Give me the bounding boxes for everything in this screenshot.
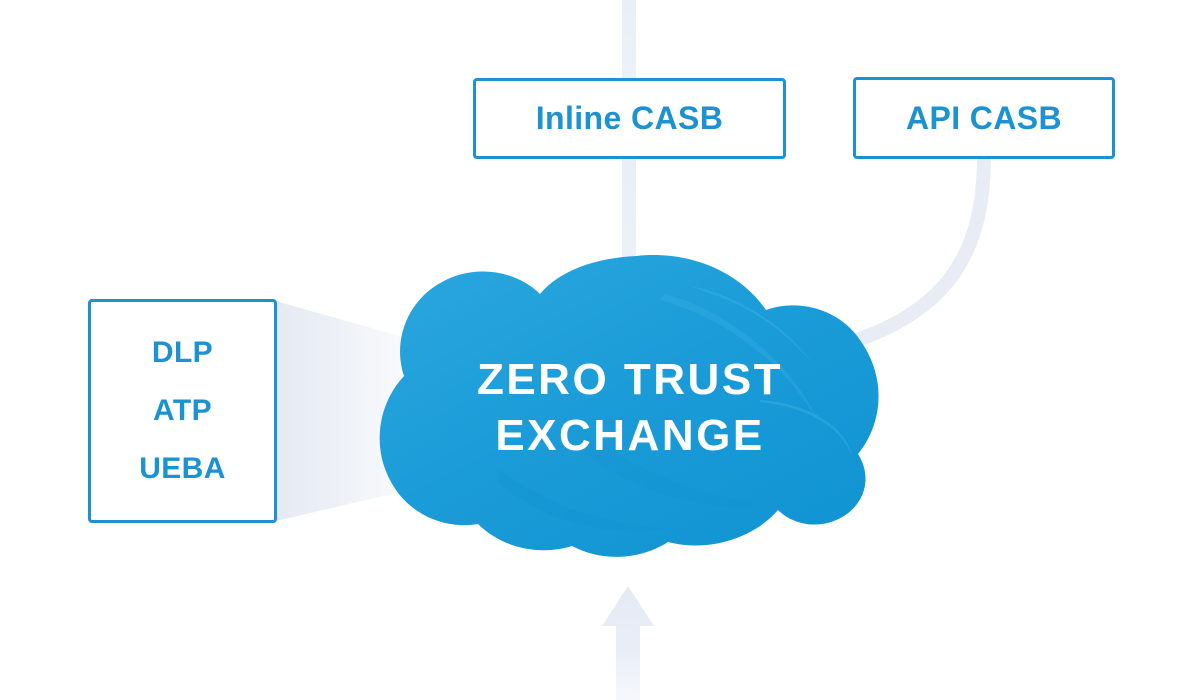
node-security-services[interactable]: DLP ATP UEBA	[88, 299, 277, 523]
node-inline-casb[interactable]: Inline CASB	[473, 78, 786, 159]
cloud-label-line-1: ZERO TRUST	[476, 355, 784, 404]
cloud-label-line-2: EXCHANGE	[495, 411, 765, 461]
connector-security-services-to-cloud	[272, 300, 400, 522]
connector-api-casb-to-cloud	[838, 149, 991, 351]
security-service-ueba: UEBA	[139, 452, 226, 485]
security-service-atp: ATP	[153, 394, 212, 427]
node-api-casb-label: API CASB	[905, 99, 1063, 136]
connector-inline-casb-to-cloud	[622, 156, 636, 306]
zero-trust-exchange-cloud	[379, 255, 879, 557]
cloud-label: ZERO TRUST EXCHANGE	[390, 352, 870, 465]
connector-inline-casb-top-line	[622, 0, 636, 82]
node-api-casb[interactable]: API CASB	[853, 77, 1115, 159]
connector-bottom-inbound-arrow	[602, 586, 654, 700]
security-service-dlp: DLP	[151, 336, 214, 369]
node-inline-casb-label: Inline CASB	[535, 100, 724, 136]
